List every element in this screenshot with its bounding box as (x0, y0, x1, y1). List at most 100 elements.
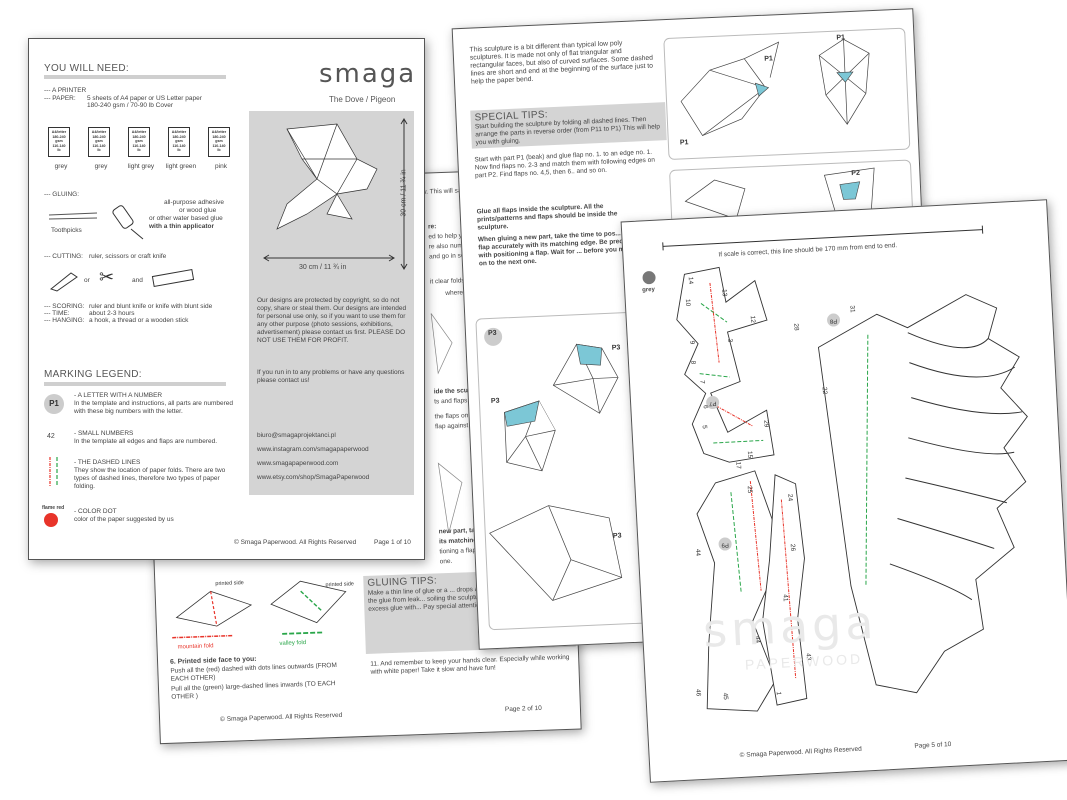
footer-page: Page 5 of 10 (914, 740, 952, 750)
footer-page: Page 1 of 10 (374, 539, 411, 546)
footer-page: Page 2 of 10 (504, 704, 542, 714)
legend-dash-desc: They show the location of paper folds. T… (74, 467, 226, 490)
craft-knife-icon (49, 272, 78, 292)
cutting-label: --- CUTTING: (44, 253, 83, 260)
swatch-spec-line: A4/letter (171, 130, 187, 134)
copyright-text: Our designs are protected by copyright, … (257, 297, 407, 344)
swatch-spec-line: 110-140 (132, 143, 146, 148)
toothpicks-label: Toothpicks (51, 227, 82, 234)
color-dot-icon (642, 270, 656, 285)
folding-sketch (430, 313, 463, 534)
part-label-p3: P3 (612, 532, 622, 540)
edge-number: 29 (762, 419, 770, 428)
peek-text: it clear folds. (429, 277, 467, 286)
dove-step-p3-illustration (484, 327, 623, 601)
mountain-fold-label: mountain fold (177, 643, 214, 651)
swatch-spec-line: gsm (55, 139, 63, 143)
swatch-spec-line: A4/letter (211, 130, 227, 134)
swatch-color-label: grey (54, 163, 68, 170)
printer-line: --- A PRINTER (44, 87, 87, 94)
part-label-p3: P3 (611, 344, 621, 352)
swatch-color-label: pink (215, 163, 227, 170)
peek-text: w. This will sa (421, 187, 462, 196)
paper-label: --- PAPER: (44, 95, 76, 102)
edge-number: 6 (701, 404, 709, 409)
swatch-spec-line: 180-240 (172, 134, 186, 139)
swatch-spec-line: 110-140 (212, 143, 226, 148)
glue-line-3: or other water based glue (149, 215, 223, 222)
cutting-desc: ruler, scissors or craft knife (89, 253, 167, 260)
edge-number: 26 (788, 543, 797, 552)
glue-line-4: with a thin applicator (149, 223, 215, 230)
edge-number: 12 (748, 315, 757, 324)
fold-line-legend (172, 631, 323, 639)
dove-head-p3-illustration (552, 343, 619, 414)
paper-desc-2: 180-240 gsm / 70-90 lb Cover (87, 102, 173, 109)
edge-number: 1 (774, 691, 782, 696)
scissors-icon: ✂ (99, 267, 115, 287)
legend-p1-title: - A LETTER WITH A NUMBER (74, 392, 163, 399)
glue-line-2: or wood glue (179, 207, 217, 214)
dove-step-p2-illustration (684, 167, 875, 220)
and-label: and (132, 277, 143, 284)
color-label: grey (642, 286, 656, 294)
step6-line2: Pull all the (green) large-dashed lines … (170, 680, 336, 701)
legend-dash-title: - THE DASHED LINES (74, 459, 141, 466)
dove-step-p1-illustration (680, 38, 870, 136)
glue-all-text: Glue all flaps inside the sculpture. All… (476, 202, 618, 232)
part-label-p1: P1 (764, 55, 774, 63)
edge-number: 13 (720, 288, 728, 297)
color-dot-icon (44, 513, 58, 527)
or-label: or (84, 277, 90, 284)
swatch-spec-line: gsm (215, 139, 223, 143)
dashed-lines-icon (49, 457, 58, 487)
height-dimension: 30 cm / 11 ¾ in (400, 169, 408, 217)
page-3: This sculpture is a bit different than t… (451, 8, 941, 650)
height-arrow (400, 118, 408, 270)
edge-number: 7 (698, 380, 706, 385)
time-desc: about 2-3 hours (89, 310, 135, 317)
swatch-spec-line: gsm (135, 139, 143, 143)
scale-line (662, 225, 984, 251)
swatch-spec-line: 110-140 (92, 143, 106, 148)
valley-fold-label: valley fold (279, 640, 307, 647)
step11-text: 11. And remember to keep your hands clea… (370, 653, 570, 676)
edge-number: 8 (689, 360, 697, 365)
edge-number: 9 (688, 340, 696, 345)
info-panel (249, 289, 414, 495)
contact-instagram[interactable]: www.instagram.com/smagapaperwood (257, 446, 369, 453)
swatch-spec-line: 110-140 (172, 143, 186, 148)
legend-dot-title: - COLOR DOT (74, 508, 117, 515)
contact-etsy[interactable]: www.etsy.com/shop/SmagaPaperwood (257, 474, 370, 481)
edge-number: 45 (721, 692, 729, 701)
gluing-label: --- GLUING: (44, 191, 80, 198)
marking-legend-heading: MARKING LEGEND: (44, 369, 142, 380)
edge-number: 22 (820, 386, 829, 395)
brand-logo: smaga (319, 59, 417, 89)
glue-line-1: all-purpose adhesive (164, 199, 224, 206)
contact-email[interactable]: biuro@smagaprojektanci.pl (257, 432, 336, 439)
swatch-spec-line: 110-140 (52, 143, 66, 148)
swatch-spec-line: 180-240 (132, 134, 146, 139)
glue-bottle-icon (112, 205, 144, 240)
legend-42: 42 (47, 433, 55, 440)
swatch-spec-line: lb (97, 148, 101, 152)
page-1: YOU WILL NEED: smaga The Dove / Pigeon -… (28, 38, 425, 560)
swatch-spec-line: gsm (95, 139, 103, 143)
part-label-p3: P3 (490, 397, 500, 406)
edge-number: 15 (745, 450, 754, 459)
legend-small-title: - SMALL NUMBERS (74, 430, 134, 437)
start-text: Start with part P1 (beak) and glue flap … (474, 148, 656, 180)
valley-fold-diagram (270, 580, 347, 624)
legend-p1-badge: P1 (44, 394, 64, 414)
contact-site[interactable]: www.smagapaperwood.com (257, 460, 339, 467)
peek-text: re: (427, 223, 437, 231)
swatch-spec-line: A4/letter (51, 130, 67, 134)
